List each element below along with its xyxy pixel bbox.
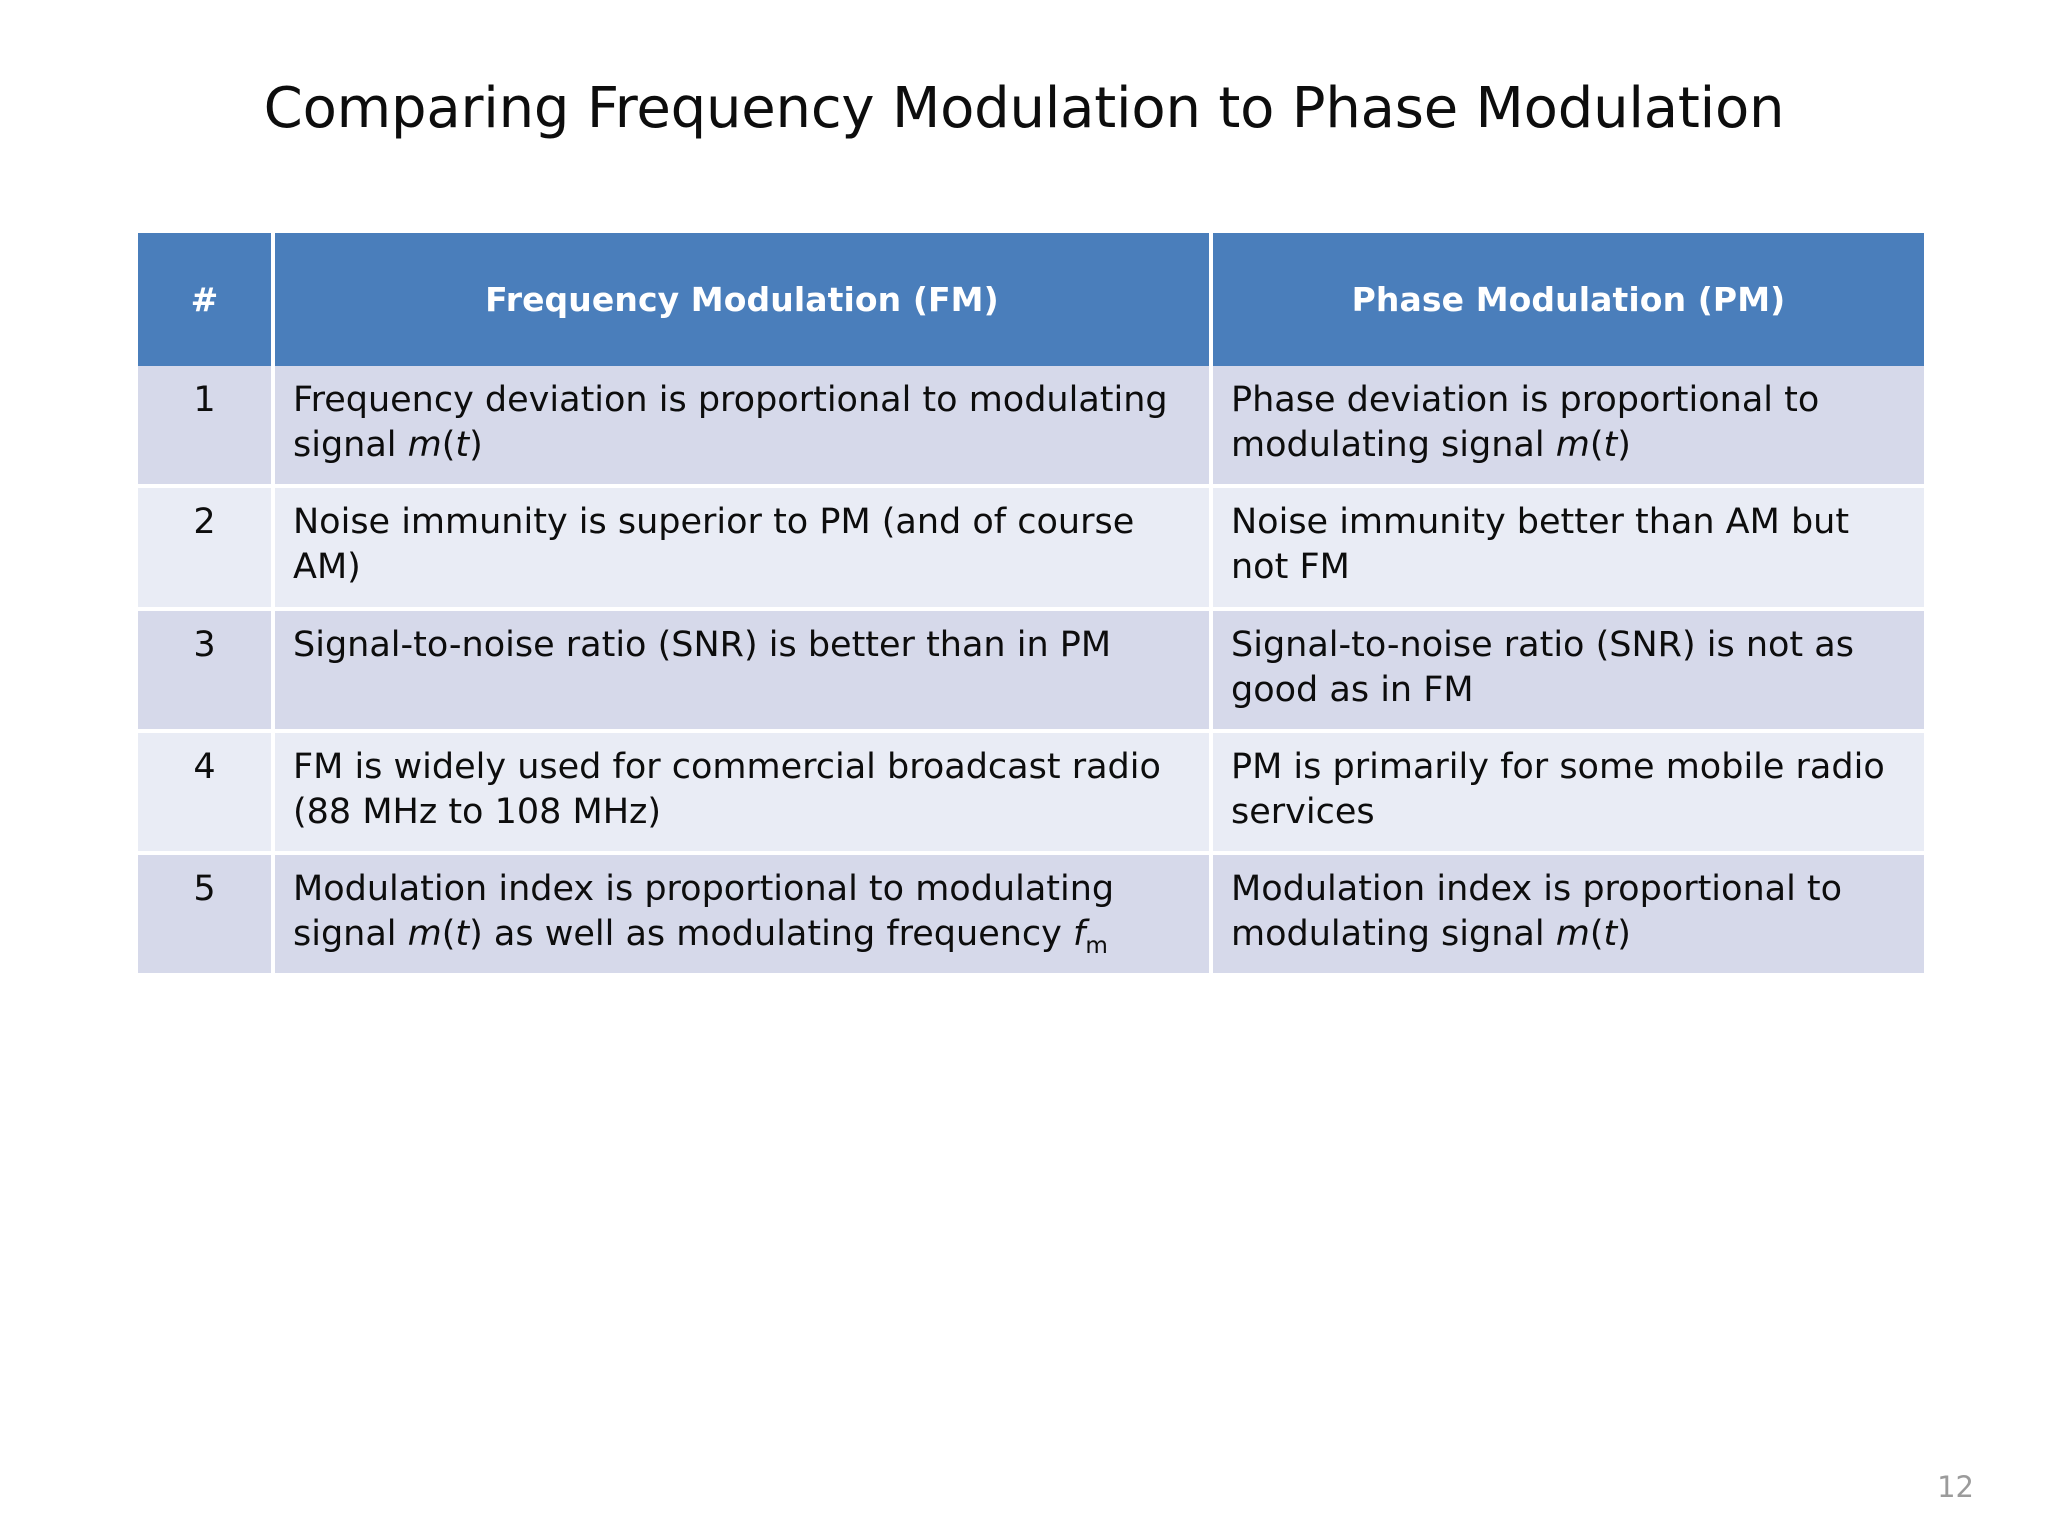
row-number-cell: 4 [138,732,275,856]
fm-description-cell: Signal-to-noise ratio (SNR) is better th… [275,610,1213,733]
fm-description-cell: Frequency deviation is proportional to m… [275,366,1213,489]
comparison-table: # Frequency Modulation (FM) Phase Modula… [138,233,1924,978]
comparison-table-container: # Frequency Modulation (FM) Phase Modula… [138,233,1924,978]
page-number: 12 [1937,1470,1974,1504]
column-header-number: # [138,233,275,366]
fm-description-cell: Noise immunity is superior to PM (and of… [275,488,1213,611]
row-number-cell: 5 [138,855,275,978]
column-header-phase-modulation: Phase Modulation (PM) [1213,233,1924,366]
table-header: # Frequency Modulation (FM) Phase Modula… [138,233,1924,366]
page-title: Comparing Frequency Modulation to Phase … [263,76,1785,141]
column-header-frequency-modulation: Frequency Modulation (FM) [275,233,1213,366]
fm-description-cell: FM is widely used for commercial broadca… [275,732,1213,856]
table-header-row: # Frequency Modulation (FM) Phase Modula… [138,233,1924,366]
row-number-cell: 1 [138,366,275,489]
pm-description-cell: Phase deviation is proportional to modul… [1213,366,1924,489]
row-number-cell: 2 [138,488,275,611]
pm-description-cell: Modulation index is proportional to modu… [1213,855,1924,978]
pm-description-cell: Signal-to-noise ratio (SNR) is not as go… [1213,610,1924,733]
pm-description-cell: Noise immunity better than AM but not FM [1213,488,1924,611]
pm-description-cell: PM is primarily for some mobile radio se… [1213,732,1924,856]
fm-description-cell: Modulation index is proportional to modu… [275,855,1213,978]
row-number-cell: 3 [138,610,275,733]
